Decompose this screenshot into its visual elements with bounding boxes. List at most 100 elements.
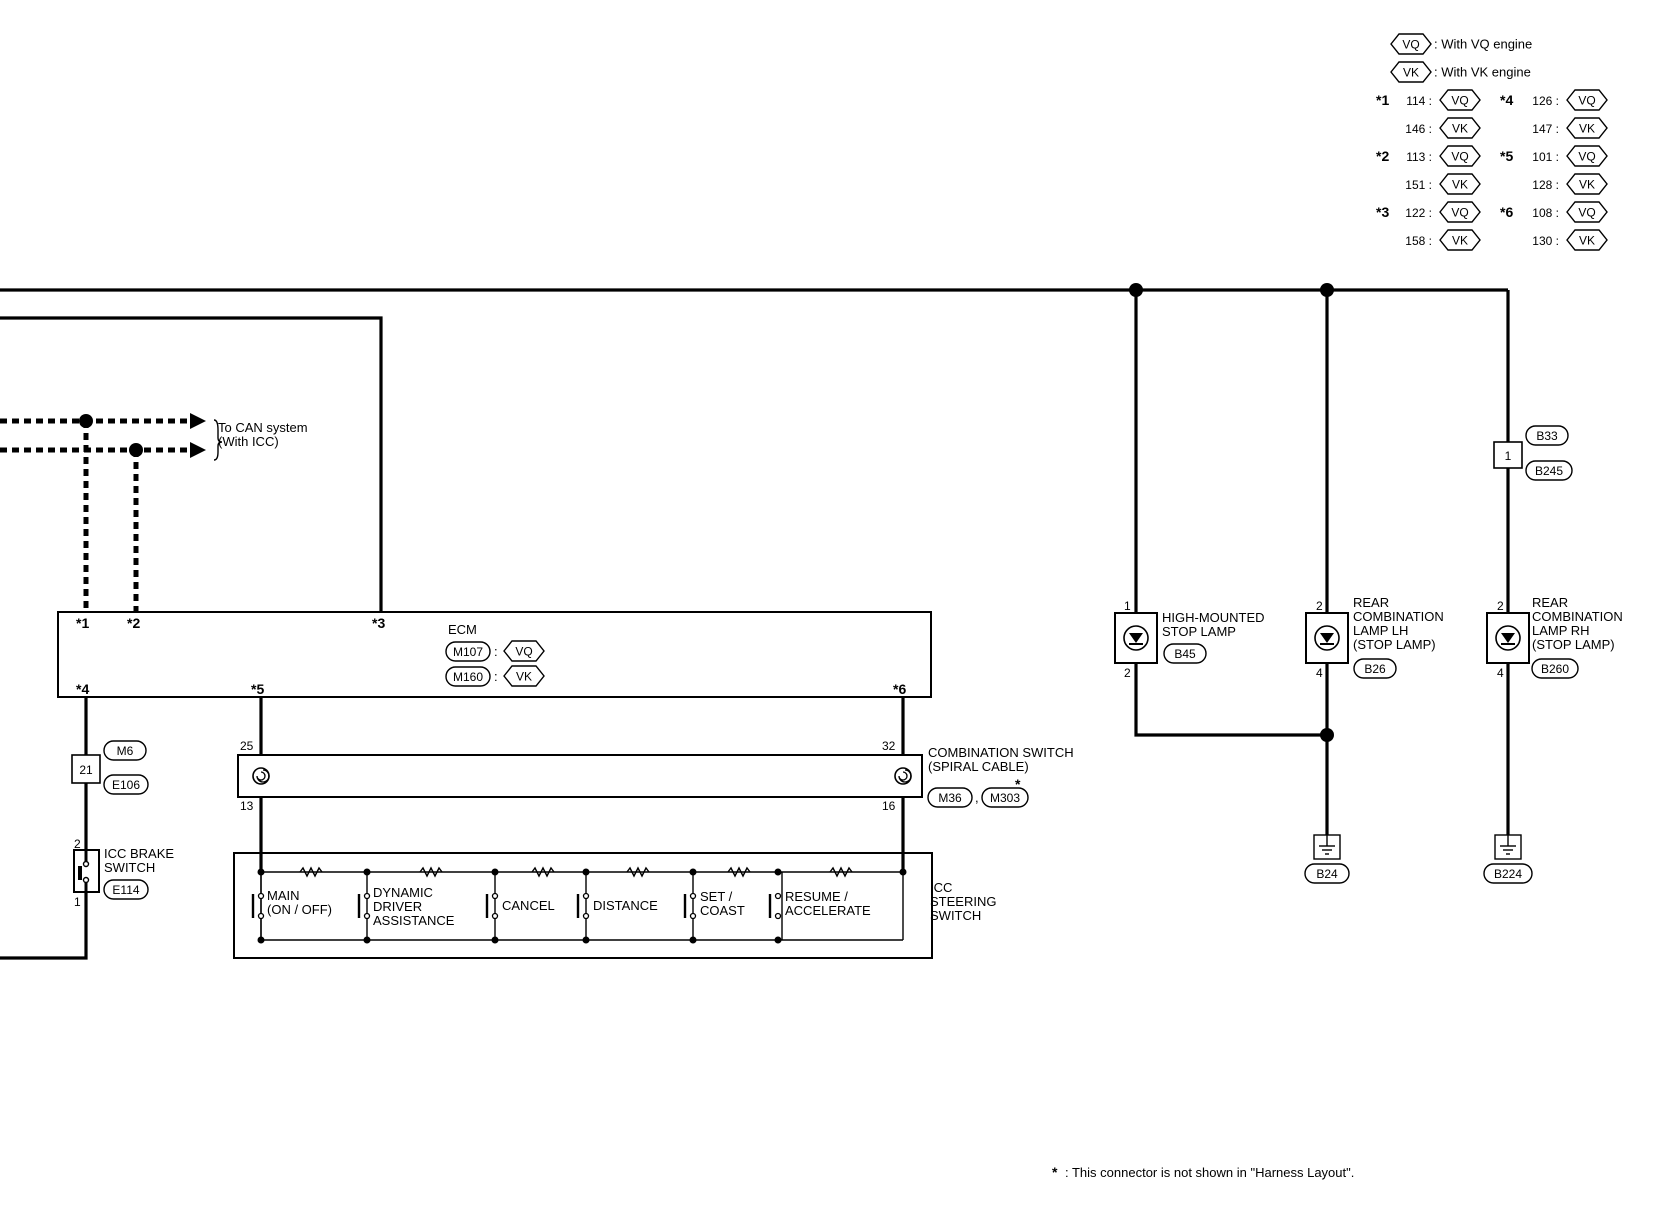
- rear-lh-box: [1305, 612, 1349, 664]
- legend-tag-vq-6: VQ: [1578, 206, 1595, 220]
- brake-pin-top: 2: [74, 837, 81, 851]
- switch-contact-dot: [774, 912, 782, 920]
- ecm-pin-3: *3: [372, 615, 385, 631]
- steering-switch-label-3: SWITCH: [930, 908, 981, 923]
- conn-oval: [1163, 643, 1207, 664]
- switch-distance: DISTANCE: [576, 872, 658, 940]
- resistor-icon: [626, 866, 650, 878]
- legend-row-star2: *2 113 : VQ 151 : VK: [1376, 145, 1481, 195]
- switch-distance-label: DISTANCE: [593, 898, 658, 913]
- legend-vk-text: : With VK engine: [1434, 65, 1531, 80]
- ecm-pin-6: *6: [893, 681, 906, 697]
- can-label-2: (With ICC): [218, 434, 279, 449]
- legend-row-star3: *3 122 : VQ 158 : VK: [1376, 201, 1481, 251]
- joint-pin: 1: [1505, 449, 1512, 463]
- steering-switch-label-1: ICC: [930, 880, 952, 895]
- ground-b224: B224: [1483, 834, 1533, 884]
- spiral-pin-25: 25: [240, 739, 254, 753]
- junction-dot: [129, 443, 143, 457]
- conn-comma: ,: [975, 790, 979, 805]
- switch-contact-dot: [689, 912, 697, 920]
- ground-b224-label: B224: [1494, 867, 1522, 881]
- hm-lamp-label-1: HIGH-MOUNTED: [1162, 610, 1265, 625]
- diode-icon: [1320, 633, 1334, 643]
- ecm-title: ECM: [448, 622, 477, 637]
- legend-vq-text: : With VQ engine: [1434, 37, 1532, 52]
- icc-steering-switch: MAIN (ON / OFF) DYNAMIC DRIVER ASSISTANC…: [233, 852, 996, 959]
- combo-switch-label-1: COMBINATION SWITCH: [928, 745, 1074, 760]
- ecm-pin3-wire: [0, 316, 383, 612]
- legend-tag-vk-4: VK: [1579, 122, 1595, 136]
- joint-connector-m6: 21 M6 E106: [71, 740, 149, 795]
- switch-contact-dot: [689, 892, 697, 900]
- switch-main-line1: MAIN: [267, 888, 300, 903]
- ecm-tag-vq: VQ: [515, 645, 532, 659]
- conn-oval: [103, 740, 147, 761]
- switch-contact-dot: [491, 912, 499, 920]
- conn-b33: B33: [1536, 429, 1558, 443]
- brake-contact-dot: [82, 876, 90, 884]
- switch-contact-dot: [582, 912, 590, 920]
- switch-contact-dot: [582, 892, 590, 900]
- conn-b45: B45: [1174, 647, 1196, 661]
- conn-oval: [1304, 863, 1350, 884]
- rear-rh-label-4: (STOP LAMP): [1532, 637, 1615, 652]
- legend-pin-vk-1: 146 :: [1405, 122, 1432, 136]
- legend-star-3: *3: [1376, 204, 1389, 220]
- conn-oval: [1525, 460, 1573, 481]
- legend-pin-vq-2: 113 :: [1406, 150, 1432, 164]
- ecm-conn-vq: M107: [453, 645, 483, 659]
- legend-tag-vq-4: VQ: [1578, 94, 1595, 108]
- can-arrow: [190, 413, 206, 429]
- conn-b245: B245: [1535, 464, 1563, 478]
- legend-star-4: *4: [1500, 92, 1513, 108]
- resistor-icon: [829, 866, 853, 878]
- junction-dot: [899, 868, 907, 876]
- rear-rh-label-2: COMBINATION: [1532, 609, 1623, 624]
- legend-star-6: *6: [1500, 204, 1513, 220]
- junction-dot: [1320, 728, 1334, 742]
- hm-pin-bottom: 2: [1124, 666, 1131, 680]
- ecm-box: [57, 611, 932, 698]
- legend-pin-vk-3: 158 :: [1405, 234, 1432, 248]
- joint-connector-box: [71, 754, 101, 784]
- switch-dda-line3: ASSISTANCE: [373, 913, 455, 928]
- diode-icon: [1501, 633, 1515, 643]
- rear-lh-pin-top: 2: [1316, 599, 1323, 613]
- spiral-pin-13: 13: [240, 799, 254, 813]
- joint-pin: 21: [79, 763, 93, 777]
- legend-tag-vk-5: VK: [1579, 178, 1595, 192]
- legend-tag-vq-3: VQ: [1451, 206, 1468, 220]
- resistor-icon: [531, 866, 555, 878]
- rear-combination-lamp-rh: 2 4 REAR COMBINATION LAMP RH (STOP LAMP)…: [1486, 595, 1623, 680]
- conn-e114: E114: [112, 883, 139, 897]
- conn-oval: [981, 787, 1029, 808]
- legend-tag-vq-1: VQ: [1451, 94, 1468, 108]
- ecm-pin-1: *1: [76, 615, 89, 631]
- switch-contact-dot: [257, 912, 265, 920]
- conn-oval: [103, 879, 149, 900]
- conn-oval: [1531, 658, 1579, 679]
- legend-pin-vk-4: 147 :: [1532, 122, 1559, 136]
- ecm-pin-4: *4: [76, 681, 89, 697]
- switch-dynamic-driver-assistance: DYNAMIC DRIVER ASSISTANCE: [357, 872, 455, 940]
- legend-row-star1: *1 114 : VQ 146 : VK: [1376, 89, 1481, 139]
- legend-row-star6: *6 108 : VQ 130 : VK: [1500, 201, 1608, 251]
- junction-dot: [79, 414, 93, 428]
- conn-b260: B260: [1541, 662, 1569, 676]
- brake-switch-label-1: ICC BRAKE: [104, 846, 174, 861]
- footnote: * : This connector is not shown in "Harn…: [1052, 1164, 1354, 1180]
- ecm-conn-vk: M160: [453, 670, 483, 684]
- resistor-icon: [419, 866, 443, 878]
- joint-connector-box: [1493, 441, 1523, 469]
- junction-dot: [774, 868, 782, 876]
- spiral-pin-32: 32: [882, 739, 896, 753]
- junction-dot: [774, 936, 782, 944]
- ecm-pin-5: *5: [251, 681, 264, 697]
- hm-lamp-box: [1114, 612, 1158, 664]
- rear-lh-label-1: REAR: [1353, 595, 1389, 610]
- rear-rh-label-1: REAR: [1532, 595, 1568, 610]
- switch-resume-accelerate: RESUME / ACCELERATE: [768, 889, 871, 920]
- ecm-unit: *1 *2 *3 *4 *5 *6 ECM M107 : VQ M160 : V…: [57, 611, 932, 698]
- conn-oval: [1525, 425, 1569, 446]
